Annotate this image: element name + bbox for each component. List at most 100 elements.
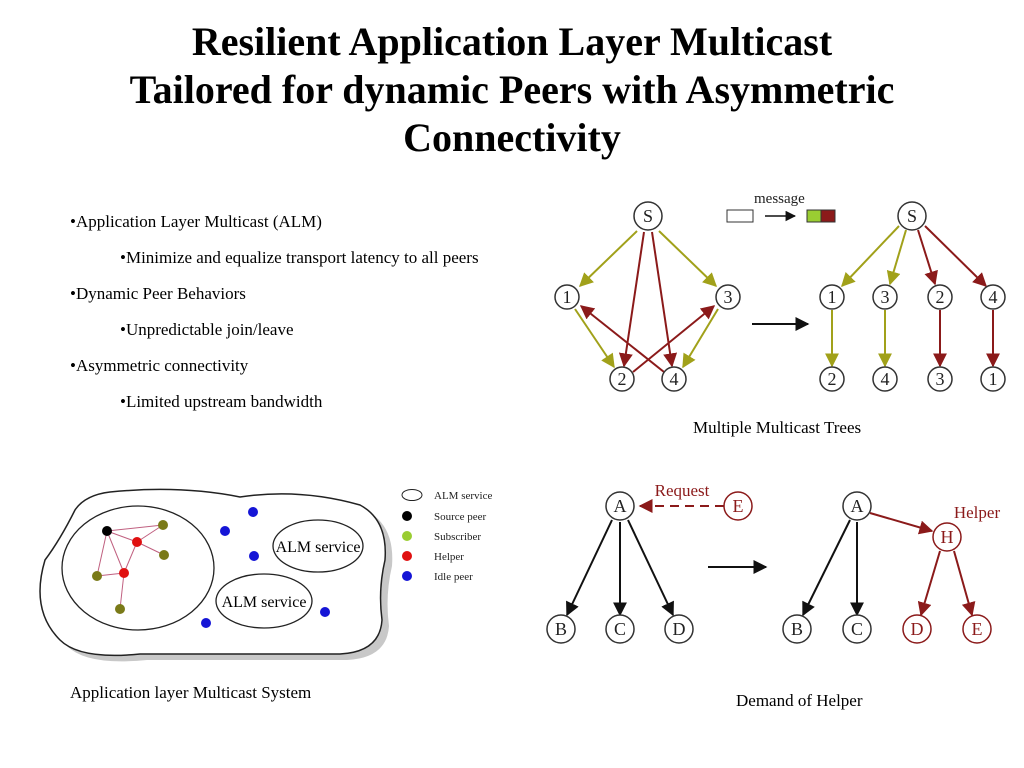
node-s-left [633,201,663,231]
caption-system: Application layer Multicast System [70,683,312,702]
label-e-right: E [972,619,983,639]
legend-label-helper: Helper [434,551,464,563]
message-empty-icon [726,209,754,223]
bullet-join-leave: •Unpredictable join/leave [120,320,294,339]
subscriber-peer-3 [92,571,102,581]
title-line-3: Connectivity [403,115,621,160]
node-4-left [661,366,687,392]
node-4-right [980,284,1006,310]
subscriber-peer-1 [158,520,168,530]
label-d-left: D [673,619,686,639]
label-4-right: 4 [989,287,998,307]
node-1-left [554,284,580,310]
node-a-right [842,491,872,521]
request-label: Request [655,481,710,500]
alm-service-label-2: ALM service [222,594,307,611]
label-a-left: A [614,496,627,516]
message-green-block [806,209,822,223]
label-e-left: E [733,496,744,516]
left-graph-edges [574,230,719,373]
node-1-right [819,284,845,310]
node-4-leaf [872,366,898,392]
node-s-right [897,201,927,231]
label-2-left: 2 [618,369,627,389]
legend-label-alm-service: ALM service [434,490,492,502]
label-c-left: C [614,619,626,639]
node-b-left [546,614,576,644]
label-2-leaf: 2 [828,369,837,389]
alm-system-diagram: ALM service ALM service [39,488,492,662]
label-1-leaf: 1 [989,369,998,389]
label-s-right: S [907,206,917,226]
label-3-right: 3 [881,287,890,307]
node-h-right [932,522,962,552]
node-2-right [927,284,953,310]
slide-title: Resilient Application Layer Multicast Ta… [0,18,1024,162]
caption-helper: Demand of Helper [736,691,863,710]
label-3-left: 3 [724,287,733,307]
helper-diagram: Request A E B C D Helper [546,481,1001,644]
helper-label: Helper [954,503,1001,522]
label-b-left: B [555,619,567,639]
label-c-right: C [851,619,863,639]
bullet-asymmetric: •Asymmetric connectivity [70,356,249,375]
label-b-right: B [791,619,803,639]
idle-peer-4 [201,618,211,628]
right-trees-edges [825,225,1000,368]
label-h-right: H [941,527,954,547]
node-e-left [723,491,753,521]
alm-service-label-1: ALM service [276,539,361,556]
bullet-alm: •Application Layer Multicast (ALM) [70,212,322,231]
legend-helper-icon [402,551,412,561]
label-s-left: S [643,206,653,226]
idle-peer-5 [320,607,330,617]
legend-source-icon [402,511,412,521]
caption-trees: Multiple Multicast Trees [693,418,862,437]
legend-idle-icon [402,571,412,581]
node-e-right [962,614,992,644]
title-line-2: Tailored for dynamic Peers with Asymmetr… [129,67,895,112]
node-c-left [605,614,635,644]
node-3-right [872,284,898,310]
node-c-right [842,614,872,644]
alm-service-ellipse-2 [215,573,313,629]
legend-label-idle: Idle peer [434,571,473,583]
helper-peer-2 [119,568,129,578]
node-d-left [664,614,694,644]
message-red-block [820,209,836,223]
label-3-leaf: 3 [936,369,945,389]
label-4-leaf: 4 [881,369,890,389]
label-2-right: 2 [936,287,945,307]
node-a-left [605,491,635,521]
subscriber-peer-4 [115,604,125,614]
source-peer [102,526,112,536]
label-a-right: A [851,496,864,516]
legend-alm-service-icon [401,489,423,501]
subscriber-peer-2 [159,550,169,560]
node-2-left [609,366,635,392]
system-legend: ALM service Source peer Subscriber Helpe… [401,489,492,583]
legend-subscriber-icon [402,531,412,541]
idle-peer-1 [220,526,230,536]
bullet-list: •Application Layer Multicast (ALM) •Mini… [70,210,479,426]
idle-peer-2 [248,507,258,517]
multicast-trees-diagram: S 1 3 2 4 message [554,191,1006,392]
message-label: message [754,191,805,207]
helper-peer-1 [132,537,142,547]
alm-group-ellipse [61,505,215,631]
title-line-1: Resilient Application Layer Multicast [191,19,833,64]
label-d-right: D [911,619,924,639]
node-1-leaf [980,366,1006,392]
alm-service-ellipse-1 [272,519,364,573]
bullet-bandwidth: •Limited upstream bandwidth [120,392,323,411]
node-b-right [782,614,812,644]
node-2-leaf [819,366,845,392]
label-1-right: 1 [828,287,837,307]
bullet-latency: •Minimize and equalize transport latency… [120,248,479,267]
legend-label-source: Source peer [434,511,487,523]
node-3-leaf [927,366,953,392]
node-d-right [902,614,932,644]
idle-peer-3 [249,551,259,561]
label-1-left: 1 [563,287,572,307]
